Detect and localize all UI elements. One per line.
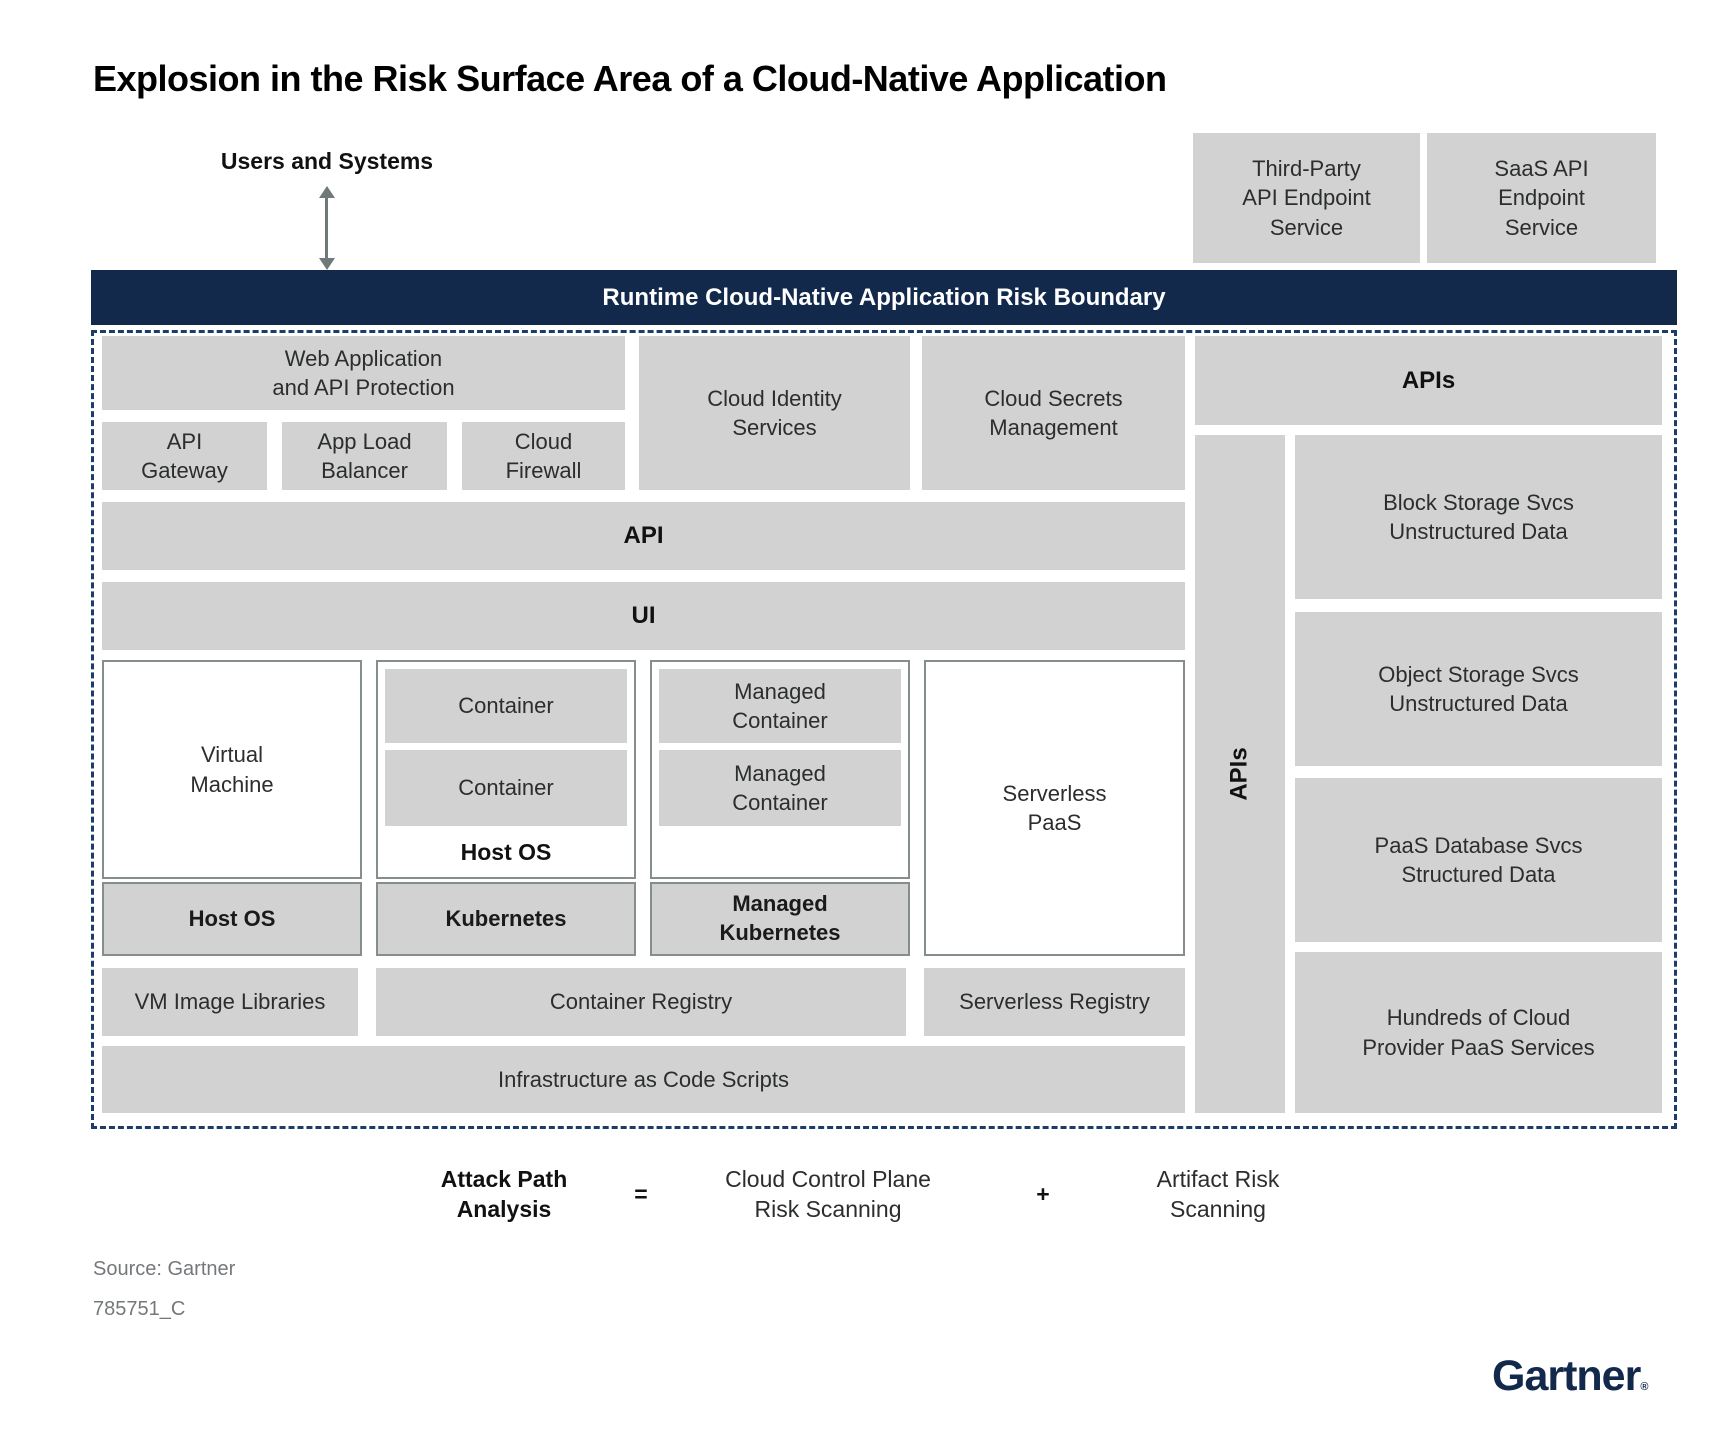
container-registry-box: Container Registry xyxy=(376,968,906,1036)
apis-vertical-rail: APIs xyxy=(1195,435,1285,1113)
users-arrow xyxy=(325,198,328,260)
api-layer-bar: API xyxy=(102,502,1185,570)
arrow-down-icon xyxy=(319,258,335,270)
container-box-2: Container xyxy=(385,750,627,826)
kubernetes-box: Kubernetes xyxy=(376,882,636,956)
doc-id-label: 785751_C xyxy=(93,1298,186,1320)
object-storage-box: Object Storage Svcs Unstructured Data xyxy=(1295,612,1662,766)
iac-scripts-box: Infrastructure as Code Scripts xyxy=(102,1046,1185,1113)
app-load-balancer-box: App Load Balancer xyxy=(282,422,447,490)
cloud-firewall-box: Cloud Firewall xyxy=(462,422,625,490)
virtual-machine-box: Virtual Machine xyxy=(102,660,362,879)
managed-container-box-2: Managed Container xyxy=(659,750,901,826)
page-title: Explosion in the Risk Surface Area of a … xyxy=(93,58,1167,99)
web-app-api-protection-box: Web Application and API Protection xyxy=(102,336,625,410)
container-column-box: Container Container Host OS xyxy=(376,660,636,879)
arrow-up-icon xyxy=(319,186,335,198)
container-host-os-label: Host OS xyxy=(460,838,552,865)
equation-attack-path-analysis: Attack Path Analysis xyxy=(440,1166,568,1222)
risk-boundary-banner: Runtime Cloud-Native Application Risk Bo… xyxy=(91,270,1677,325)
managed-container-column-box: Managed Container Managed Container xyxy=(650,660,910,879)
block-storage-box: Block Storage Svcs Unstructured Data xyxy=(1295,435,1662,599)
container-box-1: Container xyxy=(385,669,627,743)
managed-container-box-1: Managed Container xyxy=(659,669,901,743)
paas-database-box: PaaS Database Svcs Structured Data xyxy=(1295,778,1662,942)
equation-cloud-control-plane: Cloud Control Plane Risk Scanning xyxy=(725,1166,931,1222)
managed-kubernetes-box: Managed Kubernetes xyxy=(650,882,910,956)
gartner-logo: Gartner® xyxy=(1492,1352,1648,1400)
equation-plus-sign: + xyxy=(1036,1181,1050,1208)
api-gateway-box: API Gateway xyxy=(102,422,267,490)
cloud-secrets-management-box: Cloud Secrets Management xyxy=(922,336,1185,490)
vm-host-os-box: Host OS xyxy=(102,882,362,956)
serverless-registry-box: Serverless Registry xyxy=(924,968,1185,1036)
apis-top-box: APIs xyxy=(1195,336,1662,425)
source-label: Source: Gartner xyxy=(93,1258,236,1280)
equation-equals-sign: = xyxy=(634,1181,648,1208)
saas-api-endpoint-box: SaaS API Endpoint Service xyxy=(1427,133,1656,263)
users-and-systems-label: Users and Systems xyxy=(220,148,434,174)
cloud-identity-services-box: Cloud Identity Services xyxy=(639,336,910,490)
serverless-paas-box: Serverless PaaS xyxy=(924,660,1185,956)
ui-layer-bar: UI xyxy=(102,582,1185,650)
third-party-api-endpoint-box: Third-Party API Endpoint Service xyxy=(1193,133,1420,263)
hundreds-paas-box: Hundreds of Cloud Provider PaaS Services xyxy=(1295,952,1662,1113)
equation-artifact-risk: Artifact Risk Scanning xyxy=(1156,1166,1280,1222)
vm-image-libraries-box: VM Image Libraries xyxy=(102,968,358,1036)
registered-mark-icon: ® xyxy=(1640,1381,1648,1393)
risk-boundary-outline xyxy=(91,330,1677,1129)
